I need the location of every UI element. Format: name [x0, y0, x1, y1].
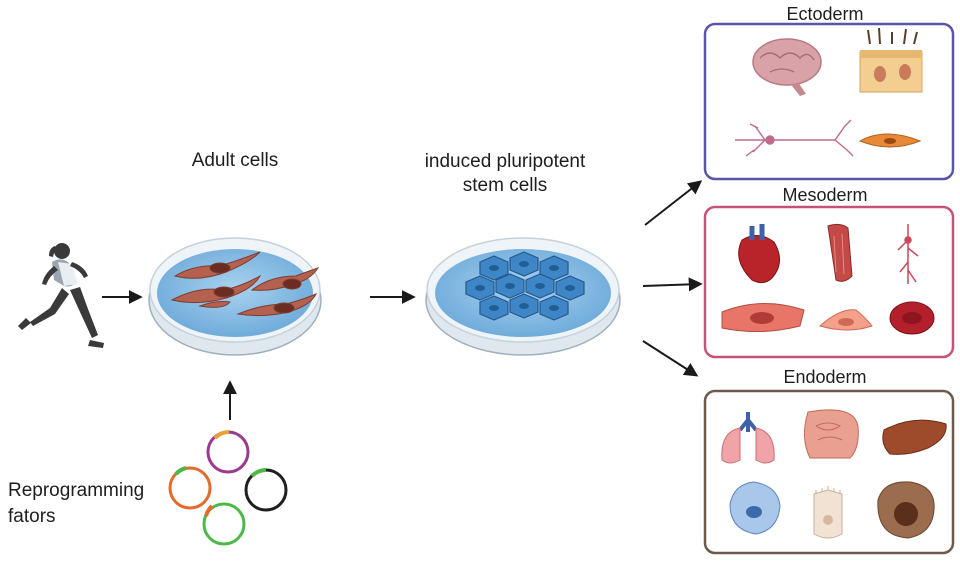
skin-icon	[859, 27, 923, 93]
epithelial-cell-icon	[813, 486, 843, 539]
arrow-to-ectoderm	[644, 180, 703, 226]
liver-icon	[882, 419, 947, 455]
heart-icon	[738, 224, 780, 284]
ipsc-label-line-2: stem cells	[462, 175, 548, 196]
plasmid-purple	[206, 430, 250, 474]
endoderm-box	[703, 389, 955, 555]
endoderm-title: Endoderm	[783, 367, 867, 387]
pancreatic-cell-icon	[729, 481, 781, 535]
stem-cell-colony	[465, 251, 585, 321]
ectoderm-box	[703, 22, 955, 181]
reprogramming-factors-label: Reprogramming fators	[8, 478, 144, 530]
red-blood-cell-icon	[889, 301, 935, 335]
fibroblast-cells	[170, 251, 320, 317]
brain-icon	[752, 38, 822, 96]
fibroblast-icon	[818, 309, 873, 331]
intestine-icon	[804, 409, 859, 459]
blood-vessel-icon	[897, 224, 919, 284]
mesoderm-title: Mesoderm	[782, 185, 868, 205]
ipsc-dish	[425, 237, 621, 356]
ectoderm-title: Ectoderm	[786, 4, 864, 24]
hepatocyte-icon	[877, 481, 935, 539]
plasmid-green	[202, 502, 246, 546]
reprogramming-label-line-1: Reprogramming	[8, 480, 145, 501]
neuron-icon	[735, 119, 854, 157]
lungs-icon	[721, 412, 775, 464]
arrow-to-mesoderm	[642, 277, 703, 292]
plasmid-orange	[168, 466, 212, 510]
pigment-cell-icon	[858, 133, 922, 148]
muscle-icon	[827, 223, 853, 282]
ipsc-label: induced pluripotent stem cells	[395, 150, 615, 198]
arrow-to-endoderm	[642, 340, 699, 377]
smooth-muscle-cell-icon	[721, 303, 805, 333]
adult-cells-label: Adult cells	[191, 150, 279, 171]
ipsc-label-line-1: induced pluripotent	[424, 151, 586, 172]
runner-icon	[18, 243, 104, 348]
mesoderm-box	[703, 205, 955, 359]
reprogramming-label-line-2: fators	[8, 506, 56, 527]
adult-cells-dish	[148, 237, 322, 356]
plasmid-group	[168, 430, 288, 546]
